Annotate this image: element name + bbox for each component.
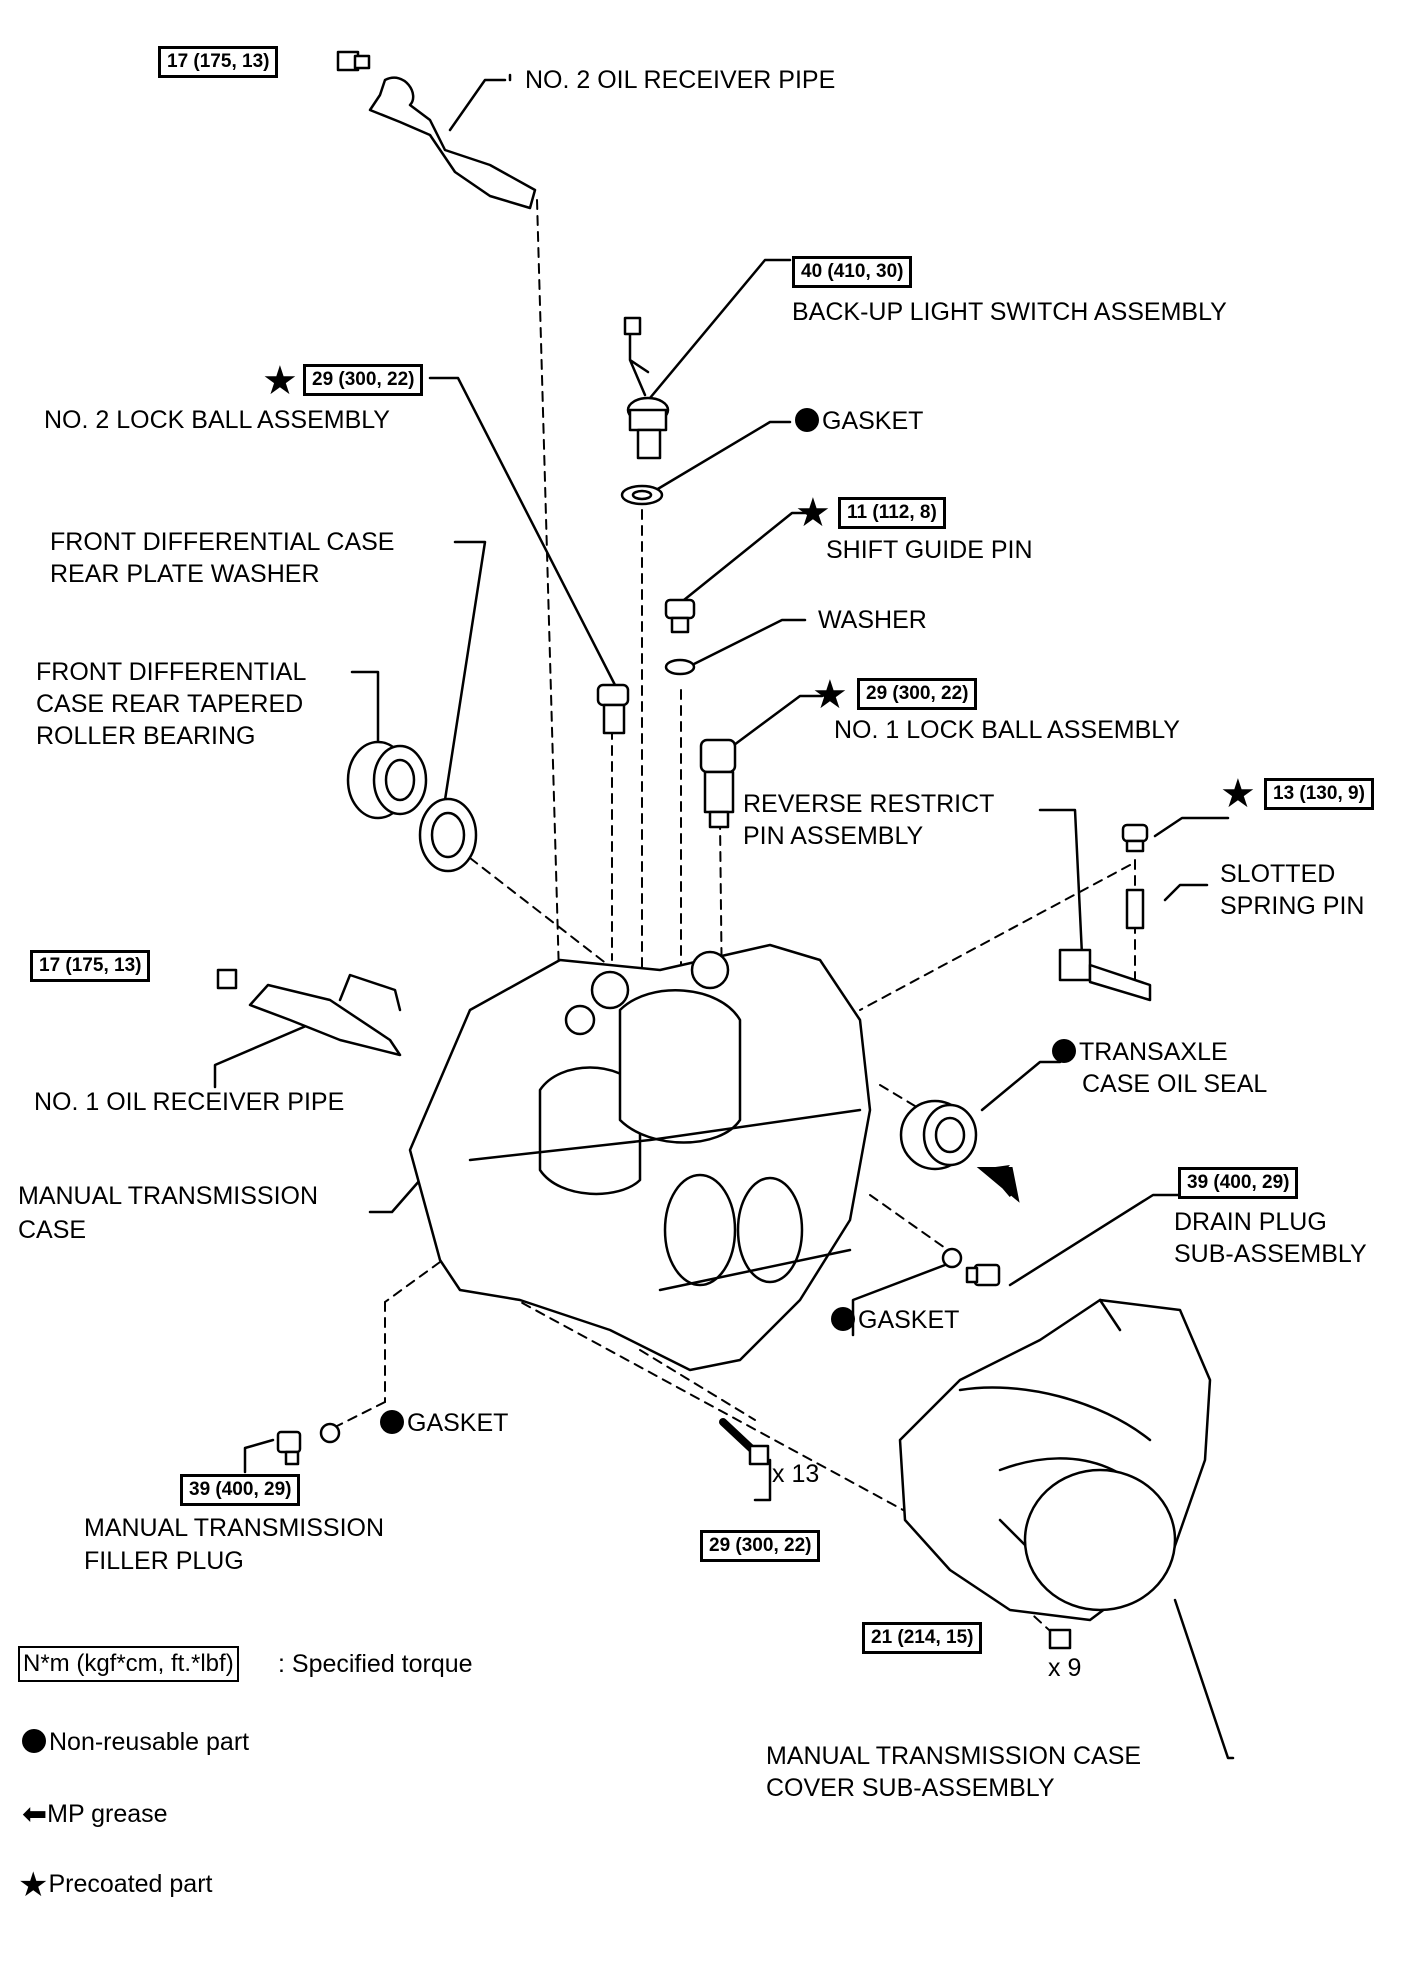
label-backup-switch: BACK-UP LIGHT SWITCH ASSEMBLY <box>792 298 1227 326</box>
non-reusable-dot-icon <box>380 1410 404 1434</box>
leader-gasket-top <box>644 420 792 498</box>
label-gasket-top: GASKET <box>795 405 923 437</box>
arrow-left-icon: ⬅ <box>22 1798 48 1831</box>
precoated-star-icon: ★ <box>18 1866 49 1904</box>
non-reusable-dot-icon <box>1052 1039 1076 1063</box>
label-gasket-mid: GASKET <box>831 1304 959 1336</box>
label-no1-lock-ball: NO. 1 LOCK BALL ASSEMBLY <box>834 716 1180 744</box>
label-washer: WASHER <box>818 606 927 634</box>
torque-cover-bolts: 21 (214, 15) <box>862 1622 983 1654</box>
label-reverse-line1: REVERSE RESTRICT <box>743 790 995 818</box>
label-fd-bearing-line3: ROLLER BEARING <box>36 722 256 750</box>
leader-shift-guide <box>677 511 812 606</box>
legend-torque-desc: : Specified torque <box>278 1650 473 1678</box>
label-filler-line2: FILLER PLUG <box>84 1547 244 1575</box>
label-shift-guide-pin: SHIFT GUIDE PIN <box>826 536 1033 564</box>
label-drain-line1: DRAIN PLUG <box>1174 1208 1327 1236</box>
torque-no2-lock-ball: 29 (300, 22) <box>303 364 424 396</box>
precoated-star-icon: ★ <box>1220 772 1256 816</box>
leader-mt-case <box>368 1178 422 1214</box>
torque-no1-pipe: 17 (175, 13) <box>30 950 151 982</box>
torque-drain-plug: 39 (400, 29) <box>1178 1167 1299 1199</box>
leader-fd-washer <box>436 540 487 847</box>
label-filler-line1: MANUAL TRANSMISSION <box>84 1514 385 1542</box>
legend-non-reusable: Non-reusable part <box>22 1726 249 1758</box>
legend-precoated: ★Precoated part <box>18 1866 213 1904</box>
torque-shift-guide-pin: 11 (112, 8) <box>838 497 946 529</box>
leader-slotted <box>1163 883 1209 902</box>
leader-no1-pipe <box>213 1018 322 1089</box>
label-no1-oil-receiver-pipe: NO. 1 OIL RECEIVER PIPE <box>34 1088 345 1116</box>
label-slotted-line2: SPRING PIN <box>1220 892 1365 920</box>
non-reusable-dot-icon <box>795 408 819 432</box>
leader-filler <box>243 1438 275 1474</box>
torque-no2-pipe: 17 (175, 13) <box>158 46 279 78</box>
legend-mp-grease: ⬅MP grease <box>22 1798 168 1831</box>
precoated-star-icon: ★ <box>795 491 831 535</box>
label-gasket-low: GASKET <box>380 1407 508 1439</box>
leader-backup <box>638 258 792 412</box>
leader-drain <box>1008 1193 1182 1287</box>
torque-slotted: 13 (130, 9) <box>1264 778 1374 810</box>
label-cover-line1: MANUAL TRANSMISSION CASE <box>766 1742 1142 1770</box>
torque-case-bolts: 29 (300, 22) <box>700 1530 821 1562</box>
leader-reverse <box>1038 808 1084 957</box>
torque-backup-switch: 40 (410, 30) <box>792 256 913 288</box>
label-mt-case-line2: CASE <box>18 1216 87 1244</box>
torque-no1-lock-ball: 29 (300, 22) <box>857 678 978 710</box>
label-drain-line2: SUB-ASSEMBLY <box>1174 1240 1367 1268</box>
label-oil-seal-line1: TRANSAXLE <box>1052 1036 1228 1068</box>
label-x13: x 13 <box>772 1460 820 1488</box>
leader-no2-pipe <box>448 78 507 132</box>
non-reusable-dot-icon <box>831 1307 855 1331</box>
legend-torque-unit: N*m (kgf*cm, ft.*lbf) <box>18 1646 239 1682</box>
non-reusable-dot-icon <box>22 1729 46 1753</box>
leader-slotted-pin <box>1153 816 1230 838</box>
label-oil-seal-line2: CASE OIL SEAL <box>1082 1070 1268 1098</box>
label-x9: x 9 <box>1048 1654 1082 1682</box>
label-cover-line2: COVER SUB-ASSEMBLY <box>766 1774 1055 1802</box>
label-fd-bearing-line2: CASE REAR TAPERED <box>36 690 304 718</box>
leader-no1-lock <box>728 694 824 750</box>
label-fd-washer-line2: REAR PLATE WASHER <box>50 560 320 588</box>
label-no2-lock-ball: NO. 2 LOCK BALL ASSEMBLY <box>44 406 390 434</box>
leader-case-bolts <box>753 1458 772 1502</box>
label-mt-case-line1: MANUAL TRANSMISSION <box>18 1182 319 1210</box>
precoated-star-icon: ★ <box>262 359 298 403</box>
leader-cover <box>1173 1598 1235 1760</box>
label-fd-bearing-line1: FRONT DIFFERENTIAL <box>36 658 307 686</box>
bolt-no2-pipe <box>336 50 371 72</box>
torque-filler-plug: 39 (400, 29) <box>180 1474 301 1506</box>
leader-no2-lock <box>428 376 617 687</box>
label-no2-oil-receiver-pipe: NO. 2 OIL RECEIVER PIPE <box>525 66 836 94</box>
precoated-star-icon: ★ <box>812 673 848 717</box>
leader-washer <box>688 618 807 668</box>
label-slotted-line1: SLOTTED <box>1220 860 1336 888</box>
label-fd-washer-line1: FRONT DIFFERENTIAL CASE <box>50 528 395 556</box>
leader-oil-seal <box>980 1060 1062 1112</box>
label-reverse-line2: PIN ASSEMBLY <box>743 822 924 850</box>
